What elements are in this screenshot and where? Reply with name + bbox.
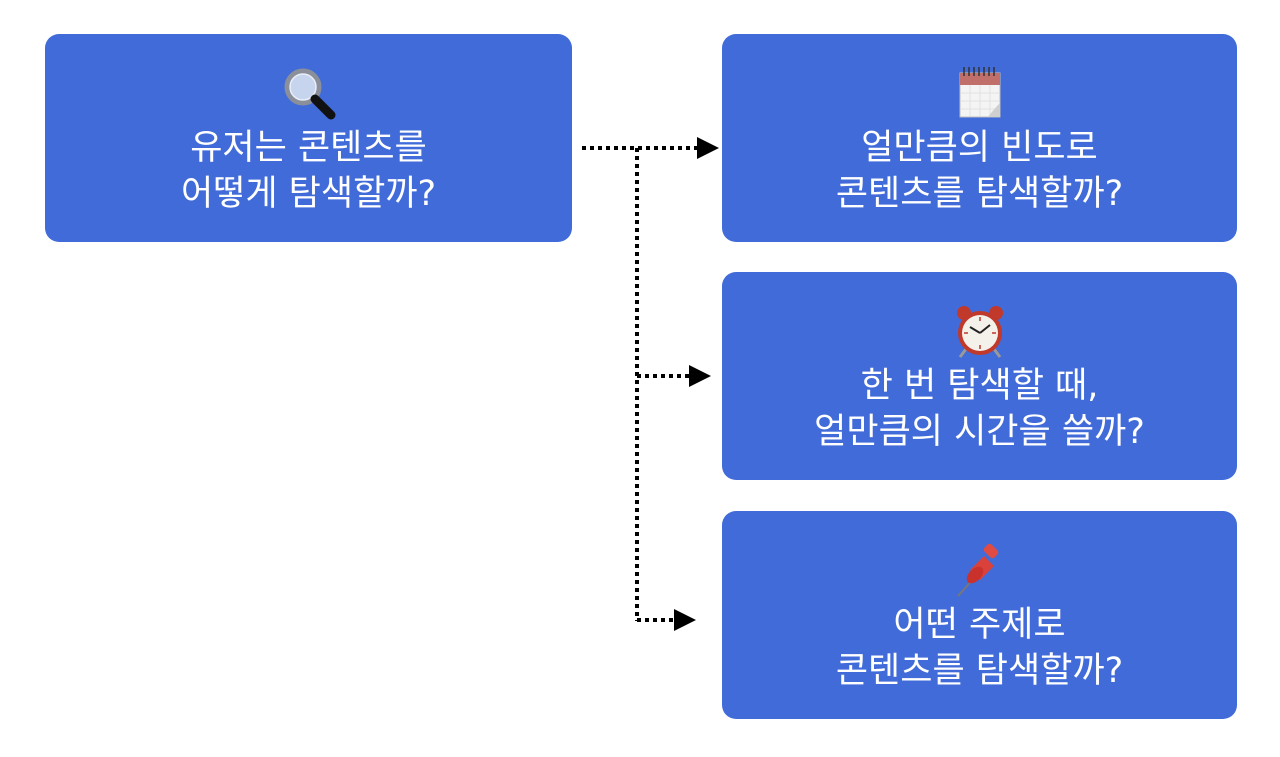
calendar-icon bbox=[950, 63, 1010, 123]
arrowhead-frequency bbox=[697, 137, 719, 159]
duration-node: 한 번 탐색할 때, 얼만큼의 시간을 쓸까? bbox=[722, 272, 1237, 480]
root-node-line-1: 유저는 콘텐츠를 bbox=[190, 128, 427, 168]
frequency-node: 얼만큼의 빈도로 콘텐츠를 탐색할까? bbox=[722, 34, 1237, 242]
topic-node: 어떤 주제로 콘텐츠를 탐색할까? bbox=[722, 511, 1237, 719]
arrowhead-duration bbox=[689, 365, 711, 387]
pushpin-icon bbox=[950, 540, 1010, 600]
frequency-node-line-1: 얼만큼의 빈도로 bbox=[861, 128, 1098, 168]
root-node: 유저는 콘텐츠를 어떻게 탐색할까? bbox=[45, 34, 572, 242]
alarm-clock-icon bbox=[950, 301, 1010, 361]
magnifying-glass-icon bbox=[279, 63, 339, 123]
root-node-line-2: 어떻게 탐색할까? bbox=[180, 174, 437, 214]
topic-node-line-2: 콘텐츠를 탐색할까? bbox=[835, 651, 1124, 691]
frequency-node-line-2: 콘텐츠를 탐색할까? bbox=[835, 174, 1124, 214]
duration-node-line-1: 한 번 탐색할 때, bbox=[860, 366, 1099, 406]
topic-node-line-1: 어떤 주제로 bbox=[893, 605, 1066, 645]
arrowhead-topic bbox=[674, 609, 696, 631]
duration-node-line-2: 얼만큼의 시간을 쓸까? bbox=[814, 412, 1145, 452]
